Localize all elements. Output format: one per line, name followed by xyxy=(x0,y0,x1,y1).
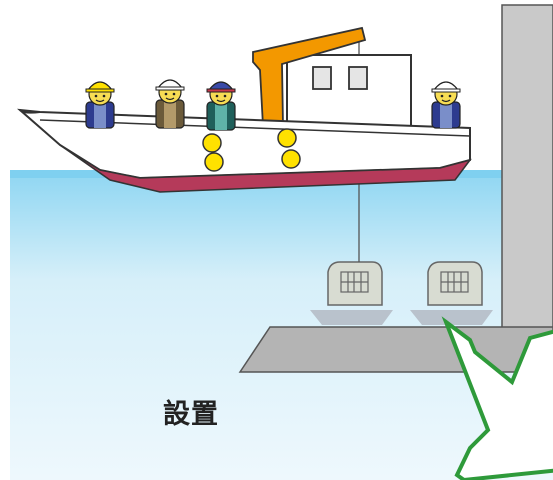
worker-icon xyxy=(431,81,461,129)
quay-wall xyxy=(501,4,553,333)
seabed-mound xyxy=(238,326,553,373)
buoy-icon xyxy=(277,128,301,169)
worker-icon xyxy=(85,81,115,129)
concrete-block-icon xyxy=(427,261,483,306)
boat-cabin xyxy=(286,54,412,130)
sea xyxy=(10,172,553,480)
caption-label: 設置 xyxy=(163,399,219,430)
worker-icon xyxy=(155,79,185,129)
concrete-block-icon xyxy=(327,261,383,306)
buoy-icon xyxy=(202,133,224,172)
worker-icon xyxy=(206,81,236,131)
arrow-icon xyxy=(441,316,553,480)
block-base-2 xyxy=(410,310,493,325)
block-base-1 xyxy=(310,310,393,325)
